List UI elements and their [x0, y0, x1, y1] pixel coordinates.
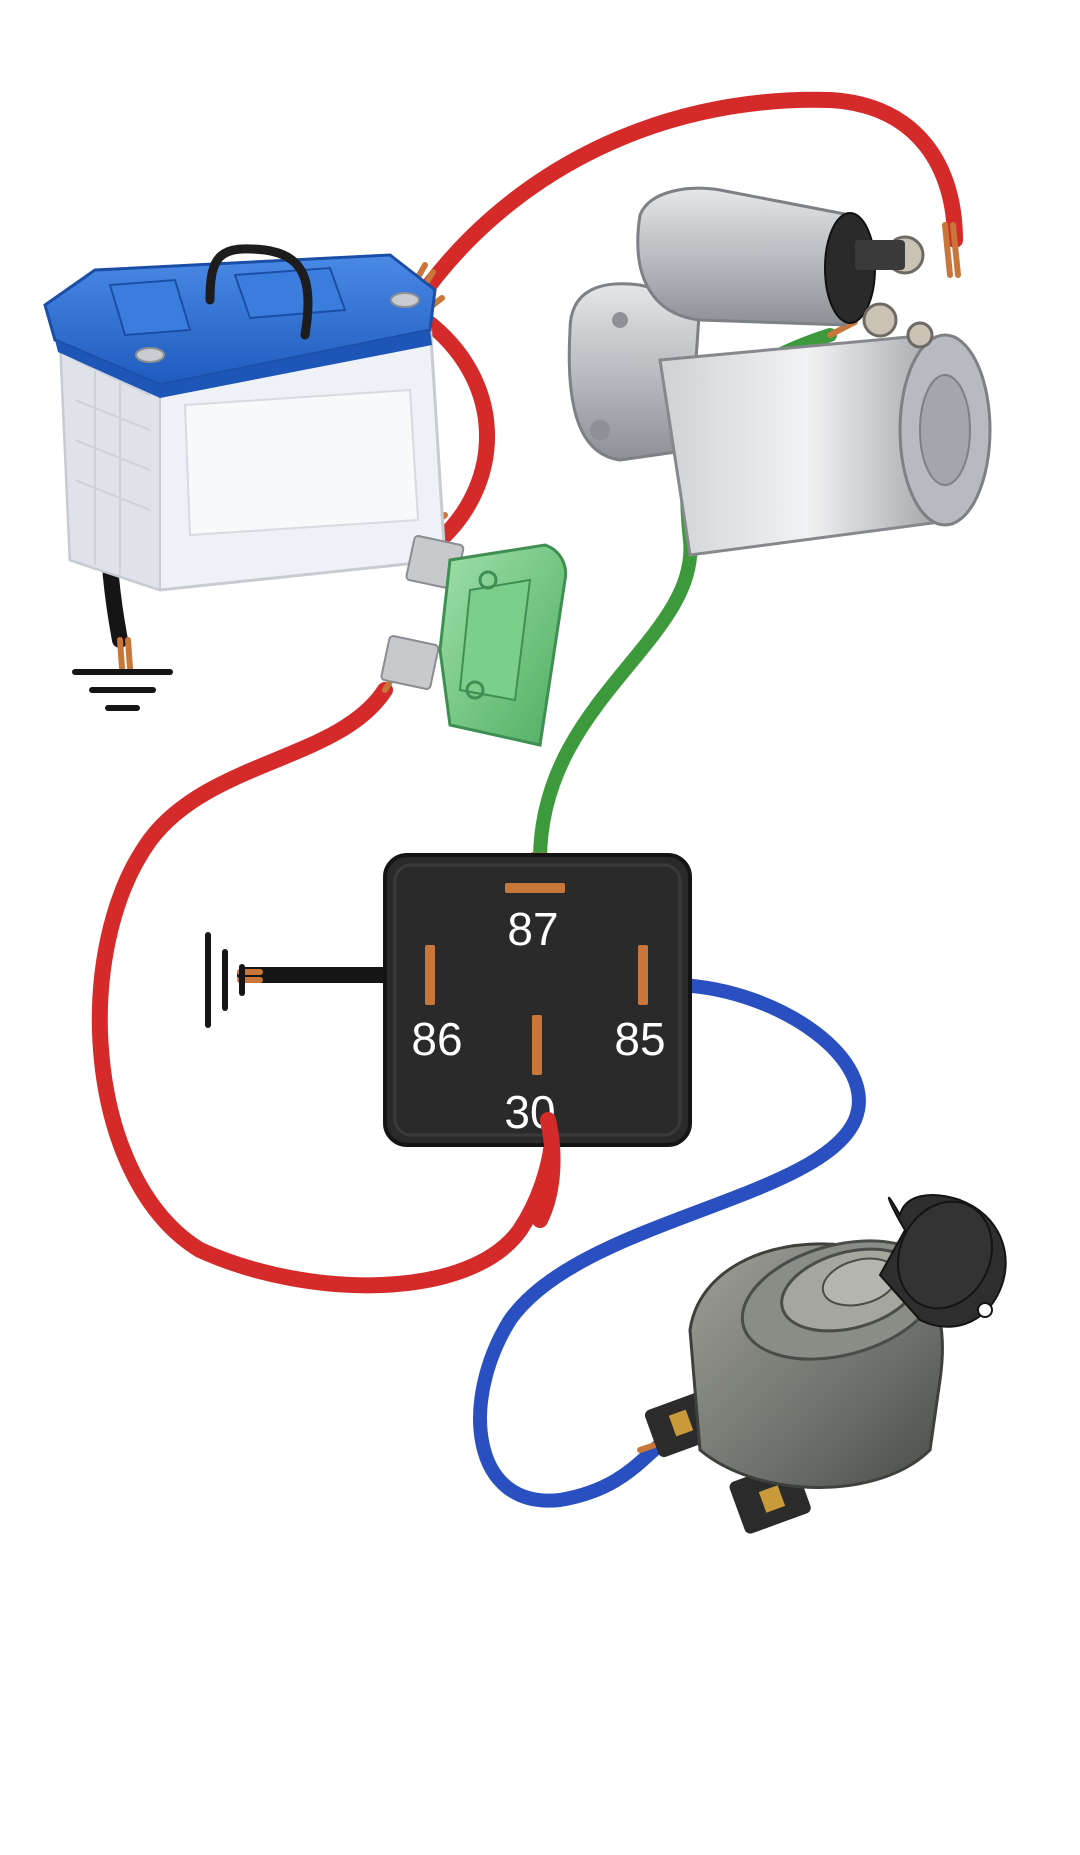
starter-motor-icon	[567, 186, 992, 557]
battery-icon	[43, 244, 447, 592]
ground-symbol-icon	[72, 669, 173, 711]
relay-icon: 87 86 85 30	[383, 853, 692, 1147]
pin-86-label: 86	[411, 1013, 462, 1065]
battery-to-fuse-wire	[417, 312, 496, 548]
blade-fuse-icon	[380, 535, 568, 747]
pin-30-blade	[532, 1015, 542, 1075]
battery-to-starter-wire	[407, 91, 963, 313]
pin-85-blade	[638, 945, 648, 1005]
pin-87-label: 87	[507, 903, 558, 955]
fuse-to-relay-30-wire	[91, 682, 562, 1294]
pin-86-blade	[425, 945, 435, 1005]
relay-85-to-switch-wire	[473, 978, 866, 1508]
relay-30-wire-end	[532, 1112, 561, 1228]
relay-ground-symbol-icon	[205, 932, 245, 1028]
pin-85-label: 85	[614, 1013, 665, 1065]
ignition-switch-icon	[644, 1194, 1007, 1534]
pin-87-blade	[505, 883, 565, 893]
